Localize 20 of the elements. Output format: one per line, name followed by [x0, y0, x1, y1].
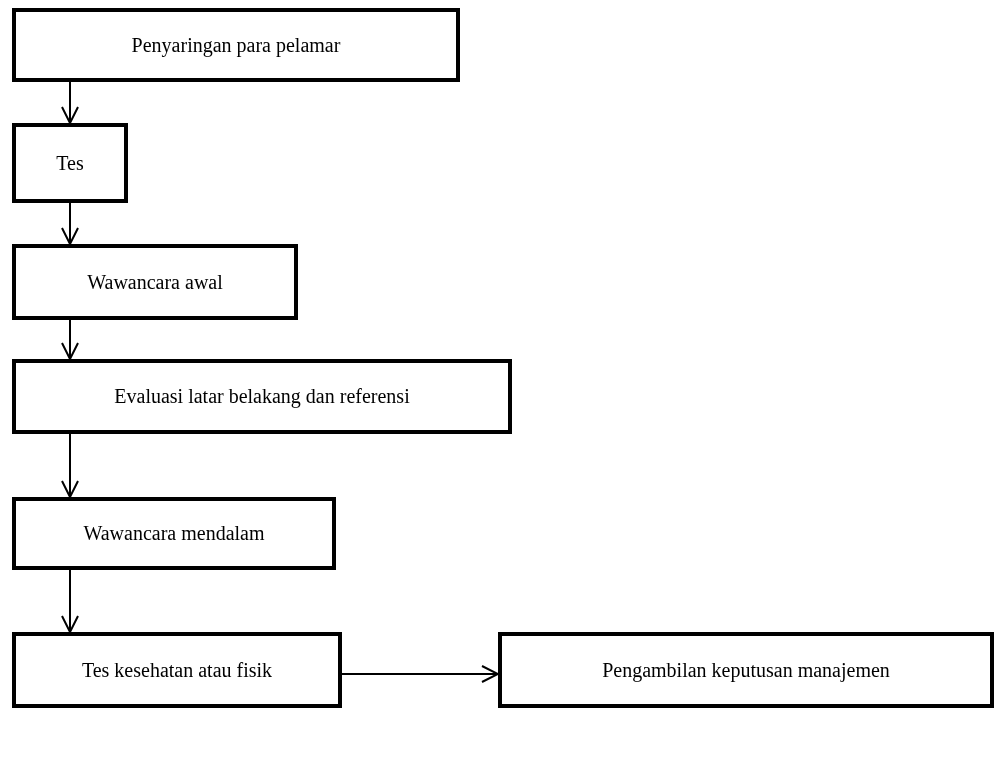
- arrow: [61, 202, 79, 245]
- process-box: [12, 244, 298, 320]
- process-box: [12, 497, 336, 570]
- box-label: Wawancara mendalam: [82, 522, 266, 545]
- box-label: Wawancara awal: [86, 270, 224, 294]
- arrow: [61, 319, 79, 360]
- process-box: [12, 632, 342, 708]
- box-label: Tes kesehatan atau fisik: [80, 658, 274, 682]
- process-box: [12, 359, 512, 434]
- process-box: [12, 8, 460, 82]
- process-box: [498, 632, 994, 708]
- arrow: [61, 433, 79, 498]
- box-label: Tes: [55, 151, 85, 175]
- arrow: [61, 569, 79, 633]
- arrow: [341, 665, 499, 683]
- arrow: [61, 81, 79, 124]
- box-label: Penyaringan para pelamar: [130, 33, 342, 57]
- box-label: Pengambilan keputusan manajemen: [601, 658, 891, 682]
- box-label: Evaluasi latar belakang dan referensi: [113, 385, 411, 408]
- process-box: [12, 123, 128, 203]
